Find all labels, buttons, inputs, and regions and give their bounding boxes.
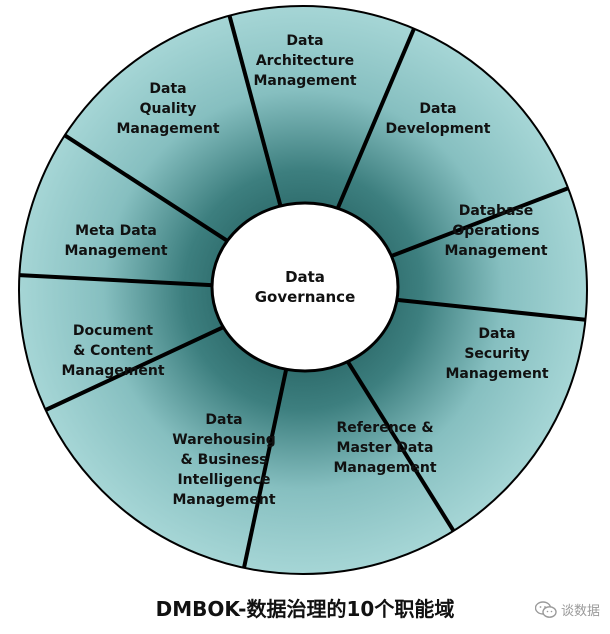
segment-divider (63, 133, 237, 249)
segment-divider (332, 27, 416, 218)
segment-dividers (19, 15, 586, 569)
watermark: 谈数据 (534, 600, 600, 619)
diagram-caption: DMBOK-数据治理的10个职能域 (155, 597, 455, 621)
segment-divider (382, 296, 586, 322)
segment-divider (376, 186, 569, 264)
segment-divider (44, 321, 232, 412)
wechat-icon (534, 600, 557, 618)
center-hub (210, 201, 400, 373)
segment-divider (227, 15, 285, 214)
segment-divider (19, 273, 224, 288)
segment-divider (343, 356, 456, 532)
watermark-text: 谈数据 (560, 604, 600, 619)
segment-divider (242, 367, 289, 569)
